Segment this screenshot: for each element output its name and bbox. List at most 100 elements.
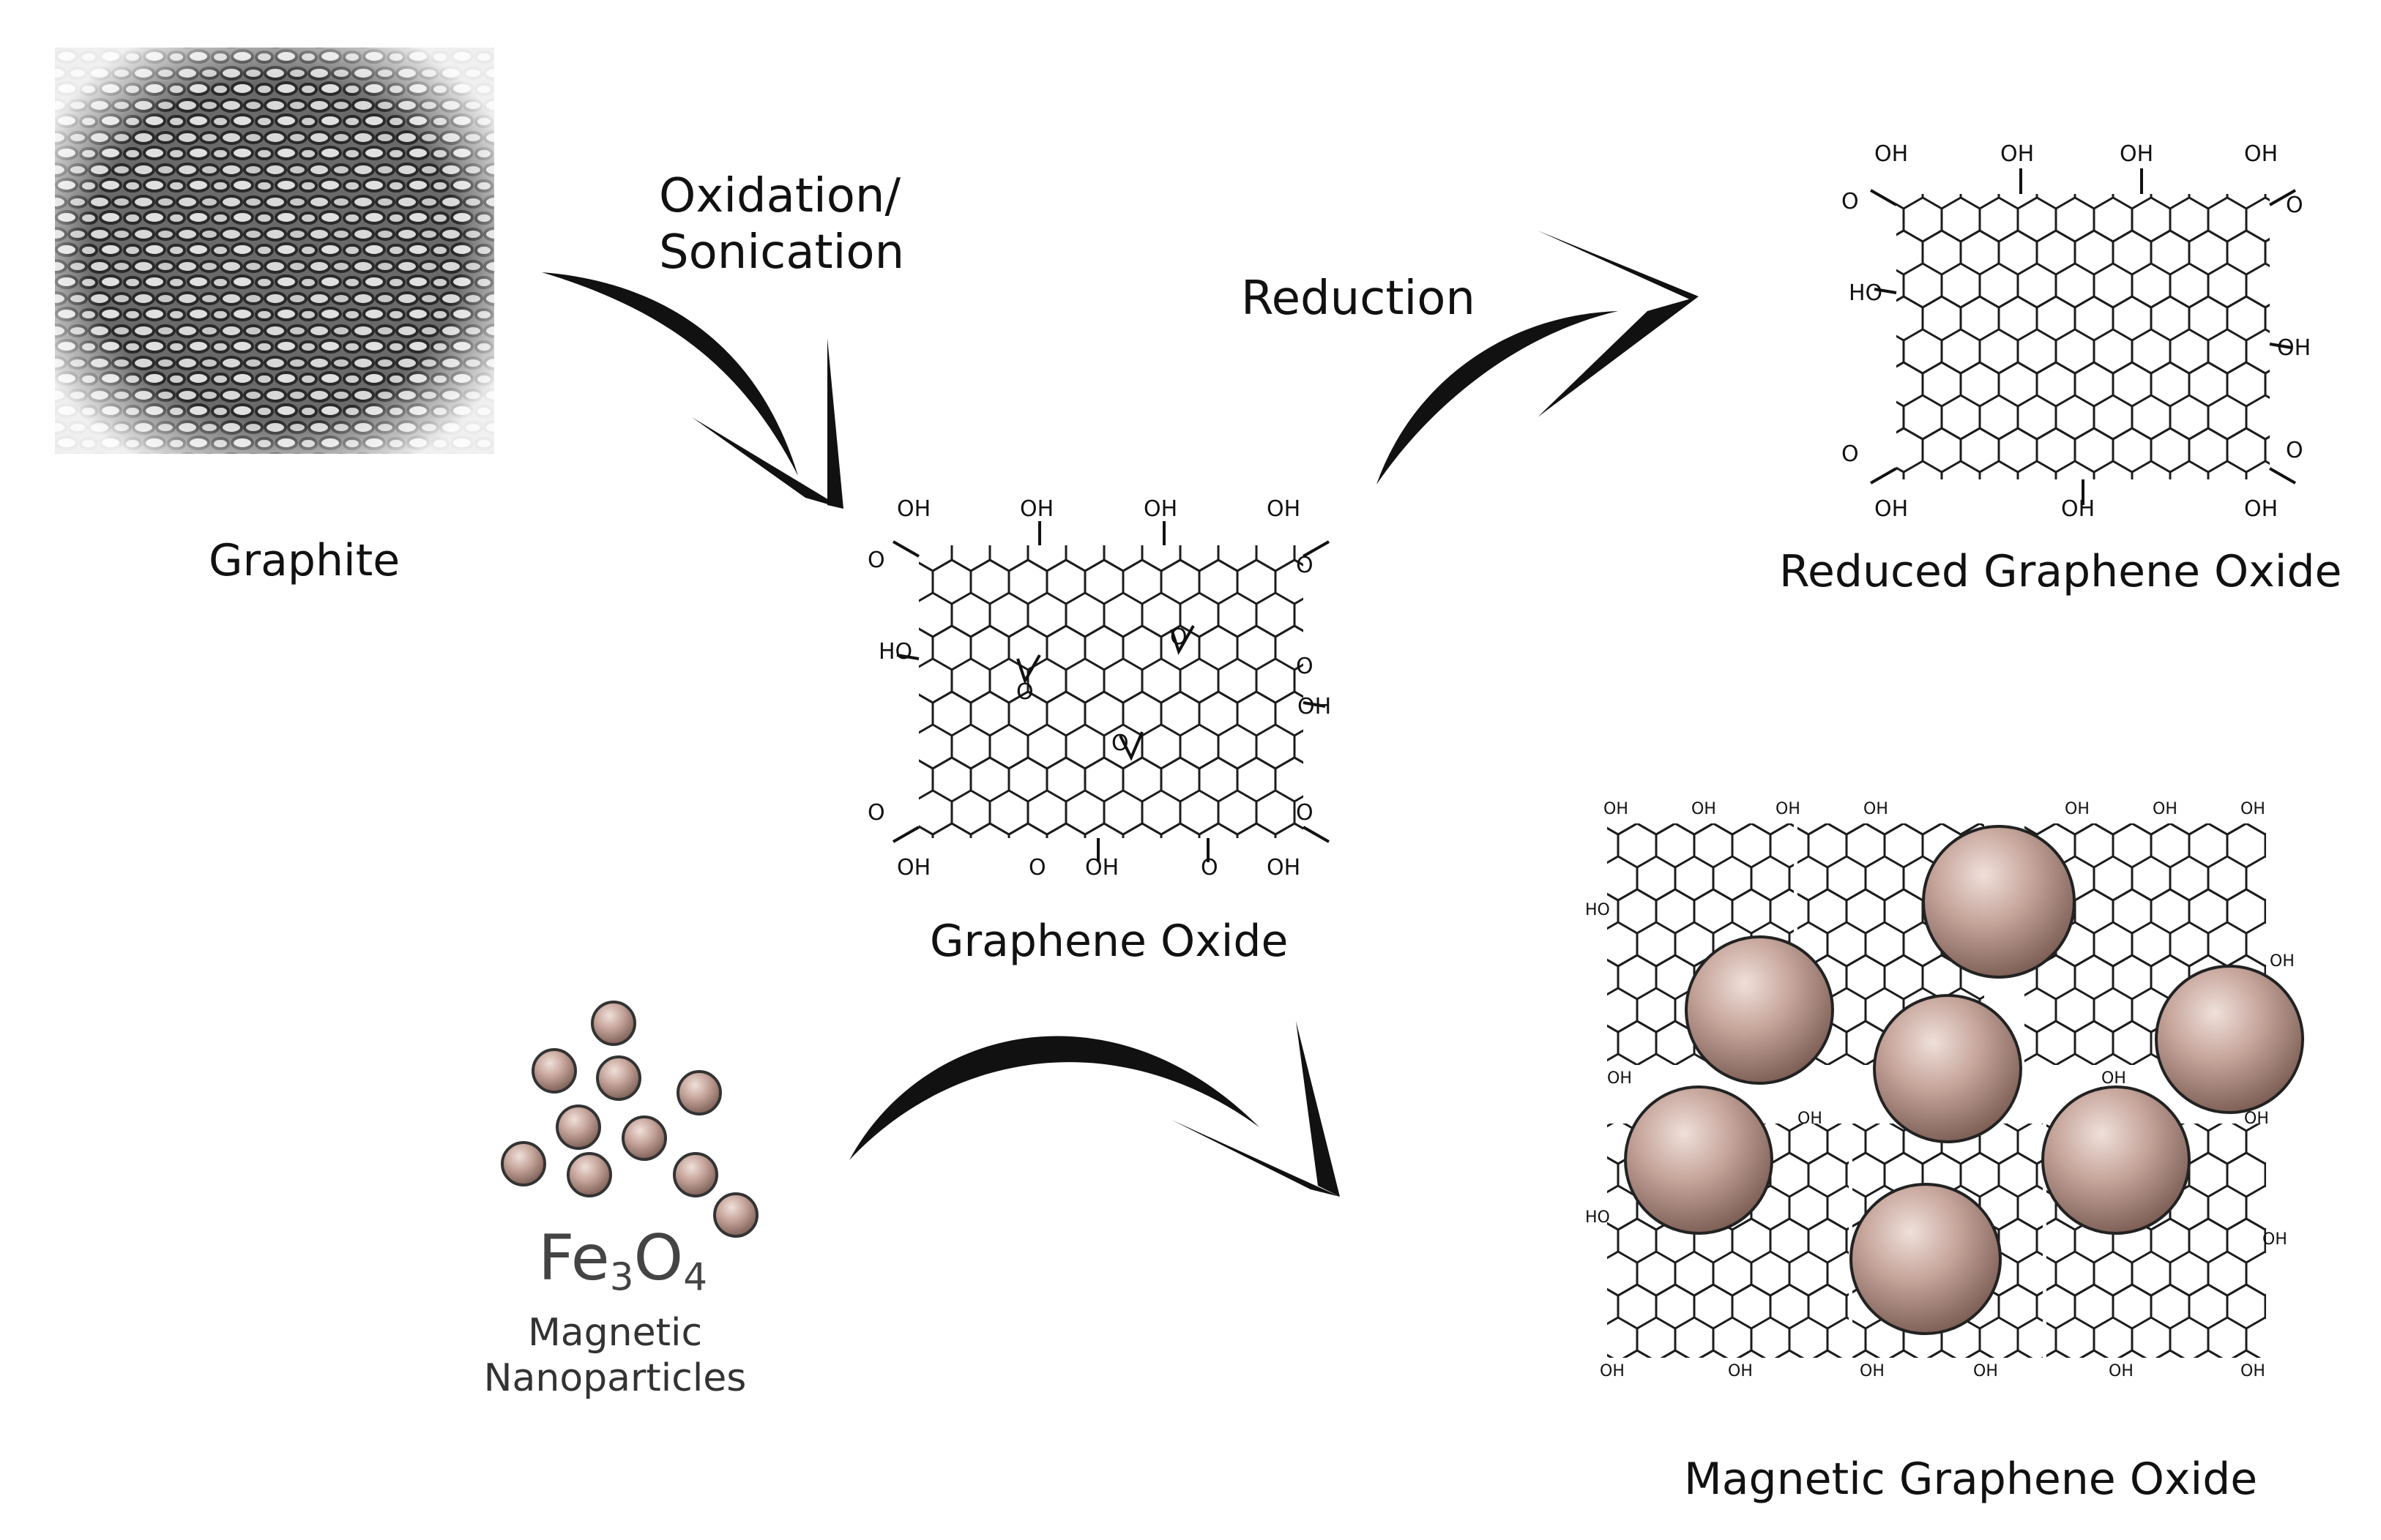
- go-o-label: O: [1296, 654, 1314, 679]
- arrow-reduction: [1376, 231, 1699, 485]
- graphene-oxide-structure: [893, 521, 1330, 862]
- nanoparticles-line: Nanoparticles: [483, 1356, 747, 1401]
- rgo-oh-label: OH: [2277, 335, 2311, 361]
- mgo-oh-label: OH: [1860, 1362, 1885, 1380]
- go-o-label: O: [1170, 624, 1188, 650]
- graphite-image: [55, 48, 494, 454]
- go-o-label: O: [1016, 679, 1034, 705]
- nanoparticle: [673, 1152, 718, 1197]
- nanoparticle: [556, 1104, 601, 1150]
- fe3o4-nanoparticles: [501, 1001, 759, 1238]
- nanoparticle: [1849, 1183, 2002, 1335]
- arrow-magnetization: [849, 1021, 1340, 1197]
- go-ho-label: HO: [879, 639, 912, 665]
- go-o-label: O: [1111, 730, 1129, 756]
- mgo-oh-label: OH: [1863, 800, 1888, 818]
- mgo-oh-label: OH: [1691, 800, 1716, 818]
- mgo-oh-label: OH: [2262, 1230, 2287, 1249]
- rgo-ho-label: HO: [1849, 280, 1882, 306]
- mgo-oh-label: OH: [2065, 800, 2090, 818]
- mgo-oh-label: OH: [2109, 1362, 2134, 1380]
- rgo-oh-label: OH: [1874, 496, 1908, 522]
- nanoparticle: [596, 1055, 641, 1101]
- nanoparticle: [1624, 1085, 1773, 1235]
- o-subscript: 4: [683, 1255, 708, 1300]
- sonication-line: Sonication: [659, 225, 905, 280]
- magnetic-nanoparticles-label: Magnetic Nanoparticles: [480, 1310, 750, 1402]
- mgo-oh-label: OH: [1603, 800, 1628, 818]
- rgo-oh-label: OH: [1874, 141, 1908, 167]
- oxidation-line: Oxidation/: [659, 169, 901, 223]
- go-oh-label: OH: [1267, 496, 1300, 522]
- go-o-label: O: [1029, 855, 1046, 881]
- rgo-o-label: O: [2286, 192, 2303, 218]
- o-symbol: O: [633, 1222, 684, 1295]
- mgo-oh-label: OH: [2153, 800, 2177, 818]
- go-oh-label: OH: [1267, 855, 1300, 881]
- mgo-oh-label: OH: [1797, 1110, 1822, 1128]
- fe-subscript: 3: [609, 1255, 634, 1300]
- nanoparticle: [1922, 825, 2076, 979]
- mgo-oh-label: OH: [1607, 1069, 1632, 1088]
- go-functional-groups: OH OH OH OH O O HO O OH O O O O O OH O O…: [868, 496, 1331, 881]
- reduced-graphene-oxide-label: Reduced Graphene Oxide: [1779, 546, 2342, 597]
- mgo-oh-label: OH: [2240, 1362, 2265, 1380]
- go-oh-label: OH: [897, 496, 931, 522]
- magnetic-graphene-oxide-label: Magnetic Graphene Oxide: [1684, 1454, 2258, 1505]
- graphite-label: Graphite: [209, 535, 400, 586]
- nanoparticle: [567, 1152, 612, 1197]
- reduced-graphene-oxide-structure: [1870, 168, 2296, 505]
- curved-arrow-icon: [1376, 311, 1618, 485]
- mgo-oh-label: OH: [2240, 800, 2265, 818]
- mgo-oh-label: OH: [2270, 952, 2295, 971]
- go-oh-label: OH: [1020, 496, 1054, 522]
- rgo-o-label: O: [2286, 438, 2303, 463]
- rgo-oh-label: OH: [2244, 141, 2278, 167]
- mgo-ho-label: HO: [1585, 901, 1610, 919]
- mgo-ho-label: HO: [1585, 1208, 1610, 1227]
- nanoparticle: [591, 1001, 636, 1046]
- arrow-oxidation: [542, 272, 843, 509]
- mgo-oh-label: OH: [1728, 1362, 1753, 1380]
- rgo-functional-groups: OH OH OH OH O O HO OH O O OH OH OH: [1841, 141, 2311, 522]
- rgo-o-label: O: [1841, 189, 1859, 214]
- go-oh-label: OH: [897, 855, 931, 881]
- go-o-label: O: [868, 800, 885, 826]
- nanoparticle: [622, 1115, 667, 1161]
- graphene-oxide-label: Graphene Oxide: [930, 916, 1289, 967]
- fe3o4-formula: Fe3O4: [538, 1221, 707, 1301]
- rgo-oh-label: OH: [2244, 496, 2278, 522]
- nanoparticle: [2041, 1085, 2191, 1235]
- rgo-oh-label: OH: [2120, 141, 2153, 167]
- mgo-oh-label: OH: [1775, 800, 1800, 818]
- nanoparticle: [532, 1048, 577, 1094]
- mgo-nanoparticles: [1624, 825, 2304, 1335]
- curved-arrow-icon: [542, 272, 798, 476]
- oxidation-sonication-label: Oxidation/ Sonication: [659, 168, 904, 281]
- mgo-oh-label: OH: [1973, 1362, 1998, 1380]
- nanoparticle: [2155, 965, 2304, 1114]
- curved-arrow-icon: [849, 1036, 1259, 1160]
- mgo-oh-label: OH: [2244, 1110, 2269, 1128]
- go-oh-label: OH: [1297, 694, 1331, 719]
- go-o-label: O: [1296, 800, 1314, 826]
- nanoparticle: [1873, 994, 2022, 1143]
- rgo-o-label: O: [1841, 441, 1859, 467]
- go-oh-label: OH: [1085, 855, 1119, 881]
- rgo-oh-label: OH: [2000, 141, 2034, 167]
- go-o-label: O: [1201, 855, 1218, 881]
- reduction-label: Reduction: [1241, 272, 1475, 326]
- go-o-label: O: [1296, 553, 1314, 578]
- rgo-oh-label: OH: [2061, 496, 2095, 522]
- nanoparticle: [1685, 935, 1834, 1085]
- magnetic-line: Magnetic: [527, 1311, 703, 1355]
- nanoparticle: [501, 1141, 546, 1186]
- mgo-oh-label: OH: [2101, 1069, 2126, 1088]
- go-oh-label: OH: [1144, 496, 1177, 522]
- nanoparticle: [677, 1070, 722, 1115]
- mgo-oh-label: OH: [1600, 1362, 1625, 1380]
- mgo-functional-groups: OH OH OH OH OH OH OH HO OH OH OH OH OH H…: [1585, 800, 2295, 1380]
- fe-symbol: Fe: [538, 1222, 610, 1295]
- go-o-label: O: [868, 547, 885, 573]
